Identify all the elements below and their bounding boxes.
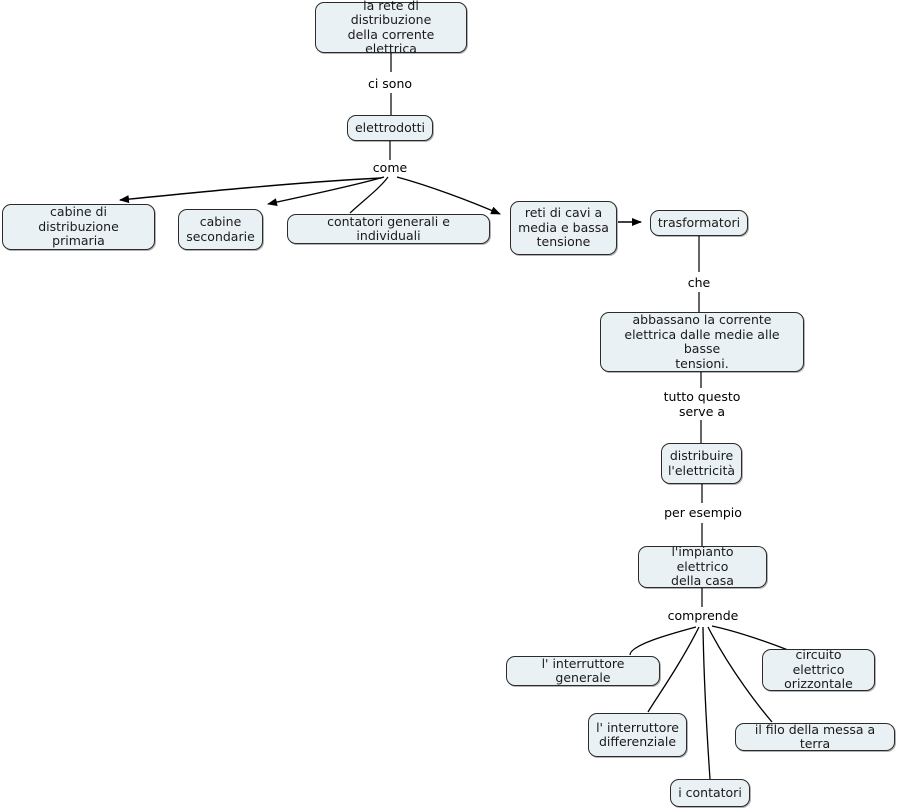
node-reti-di-cavi[interactable]: reti di cavi a media e bassa tensione (510, 201, 617, 255)
node-trasformatori[interactable]: trasformatori (650, 210, 748, 236)
node-cabine-secondarie[interactable]: cabine secondarie (178, 209, 263, 250)
node-cabine-distribuzione-primaria[interactable]: cabine di distribuzione primaria (2, 204, 155, 250)
edge-come-reti-di-cavi (396, 176, 501, 215)
link-label-per-esempio: per esempio (664, 505, 742, 520)
edge-come-contatori (349, 176, 389, 214)
edge-comprende-contatori (702, 626, 711, 780)
edge-comprende-circuito-elettrico (711, 625, 789, 651)
link-label-comprende: comprende (667, 608, 739, 623)
node-rete-distribuzione[interactable]: la rete di distribuzione della corrente … (315, 0, 467, 56)
link-label-ci-sono: ci sono (367, 76, 413, 91)
node-interruttore-differenziale[interactable]: l' interruttore differenziale (588, 713, 687, 757)
edge-come-cabine-secondarie (267, 176, 385, 207)
link-label-tutto-questo-serve-a: tutto questo serve a (663, 389, 741, 419)
node-elettrodotti[interactable]: elettrodotti (347, 115, 433, 141)
node-impianto-elettrico-casa[interactable]: l'impianto elettrico della casa (638, 545, 767, 588)
node-contatori-generali-individuali[interactable]: contatori generali e individuali (287, 214, 490, 244)
edge-come-cabine-primaria (119, 177, 382, 204)
edge-comprende-interruttore-generale (629, 626, 697, 656)
node-i-contatori[interactable]: i contatori (670, 779, 750, 807)
node-filo-messa-a-terra[interactable]: il filo della messa a terra (735, 722, 895, 751)
node-interruttore-generale[interactable]: l' interruttore generale (506, 656, 660, 686)
node-abbassano-corrente[interactable]: abbassano la corrente elettrica dalle me… (600, 312, 804, 372)
link-label-come: come (372, 160, 408, 175)
node-circuito-elettrico-orizzontale[interactable]: circuito elettrico orizzontale (762, 648, 875, 691)
node-distribuire-elettricita[interactable]: distribuire l'elettricità (661, 443, 742, 484)
link-label-che: che (687, 275, 711, 290)
